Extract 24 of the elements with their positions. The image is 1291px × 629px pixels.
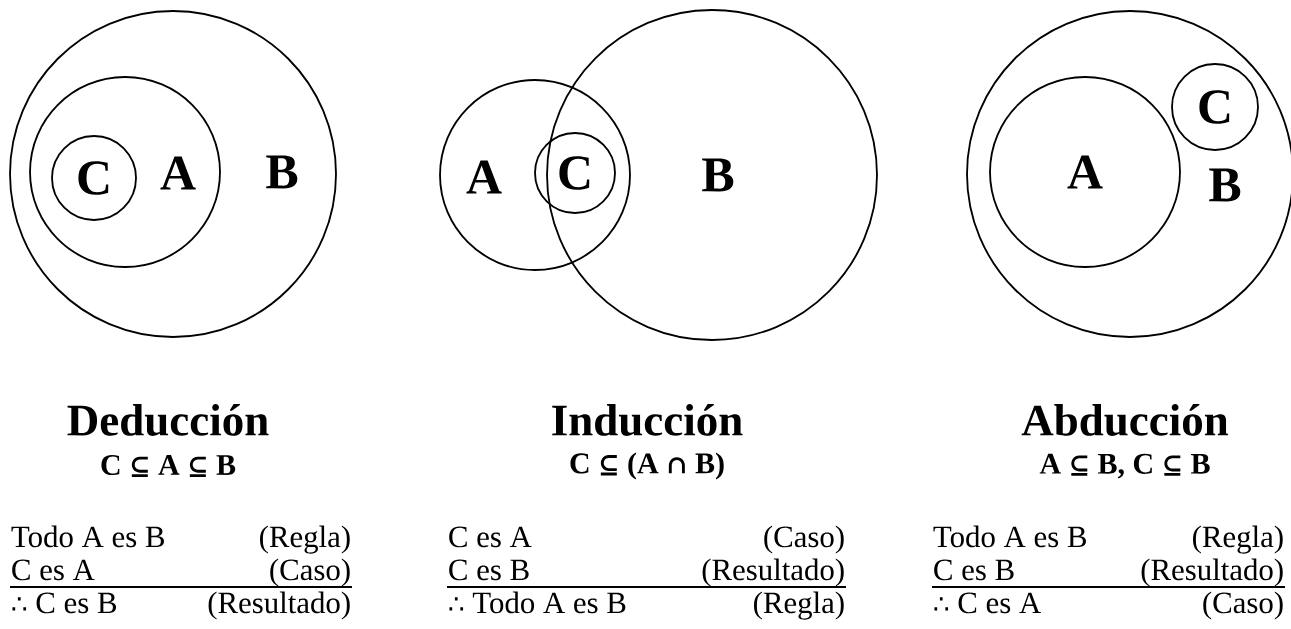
role-text: (Regla): [260, 525, 350, 554]
premise-text: C es B: [934, 559, 1014, 581]
premise-text: Todo A es B: [933, 525, 1086, 548]
role-text: (Resultado): [1141, 558, 1283, 587]
method-title: Deducción: [67, 404, 269, 436]
role-text: (Resultado): [208, 591, 350, 620]
set-formula: C ⊆ (A ∩ B): [570, 452, 724, 480]
premise-text: Todo A es B: [11, 525, 164, 548]
role-text: (Regla): [1193, 525, 1283, 554]
premise-text: ∴ C es A: [934, 592, 1042, 614]
premise-text: C es A: [449, 526, 532, 548]
premise-text: ∴ C es B: [12, 592, 117, 614]
method-title: Inducción: [552, 404, 743, 436]
premise-text: ∴ Todo A es B: [449, 591, 626, 614]
role-text: (Resultado): [702, 558, 844, 587]
role-text: (Caso): [1203, 591, 1283, 620]
role-text: (Caso): [764, 525, 844, 554]
role-text: (Regla): [754, 591, 844, 620]
set-formula: A ⊆ B, C ⊆ B: [1039, 453, 1210, 479]
premise-text: C es B: [449, 559, 529, 581]
method-title: Abducción: [1021, 404, 1229, 436]
premise-text: C es A: [12, 559, 95, 581]
set-formula: C ⊆ A ⊆ B: [101, 454, 236, 477]
role-text: (Caso): [270, 558, 350, 587]
